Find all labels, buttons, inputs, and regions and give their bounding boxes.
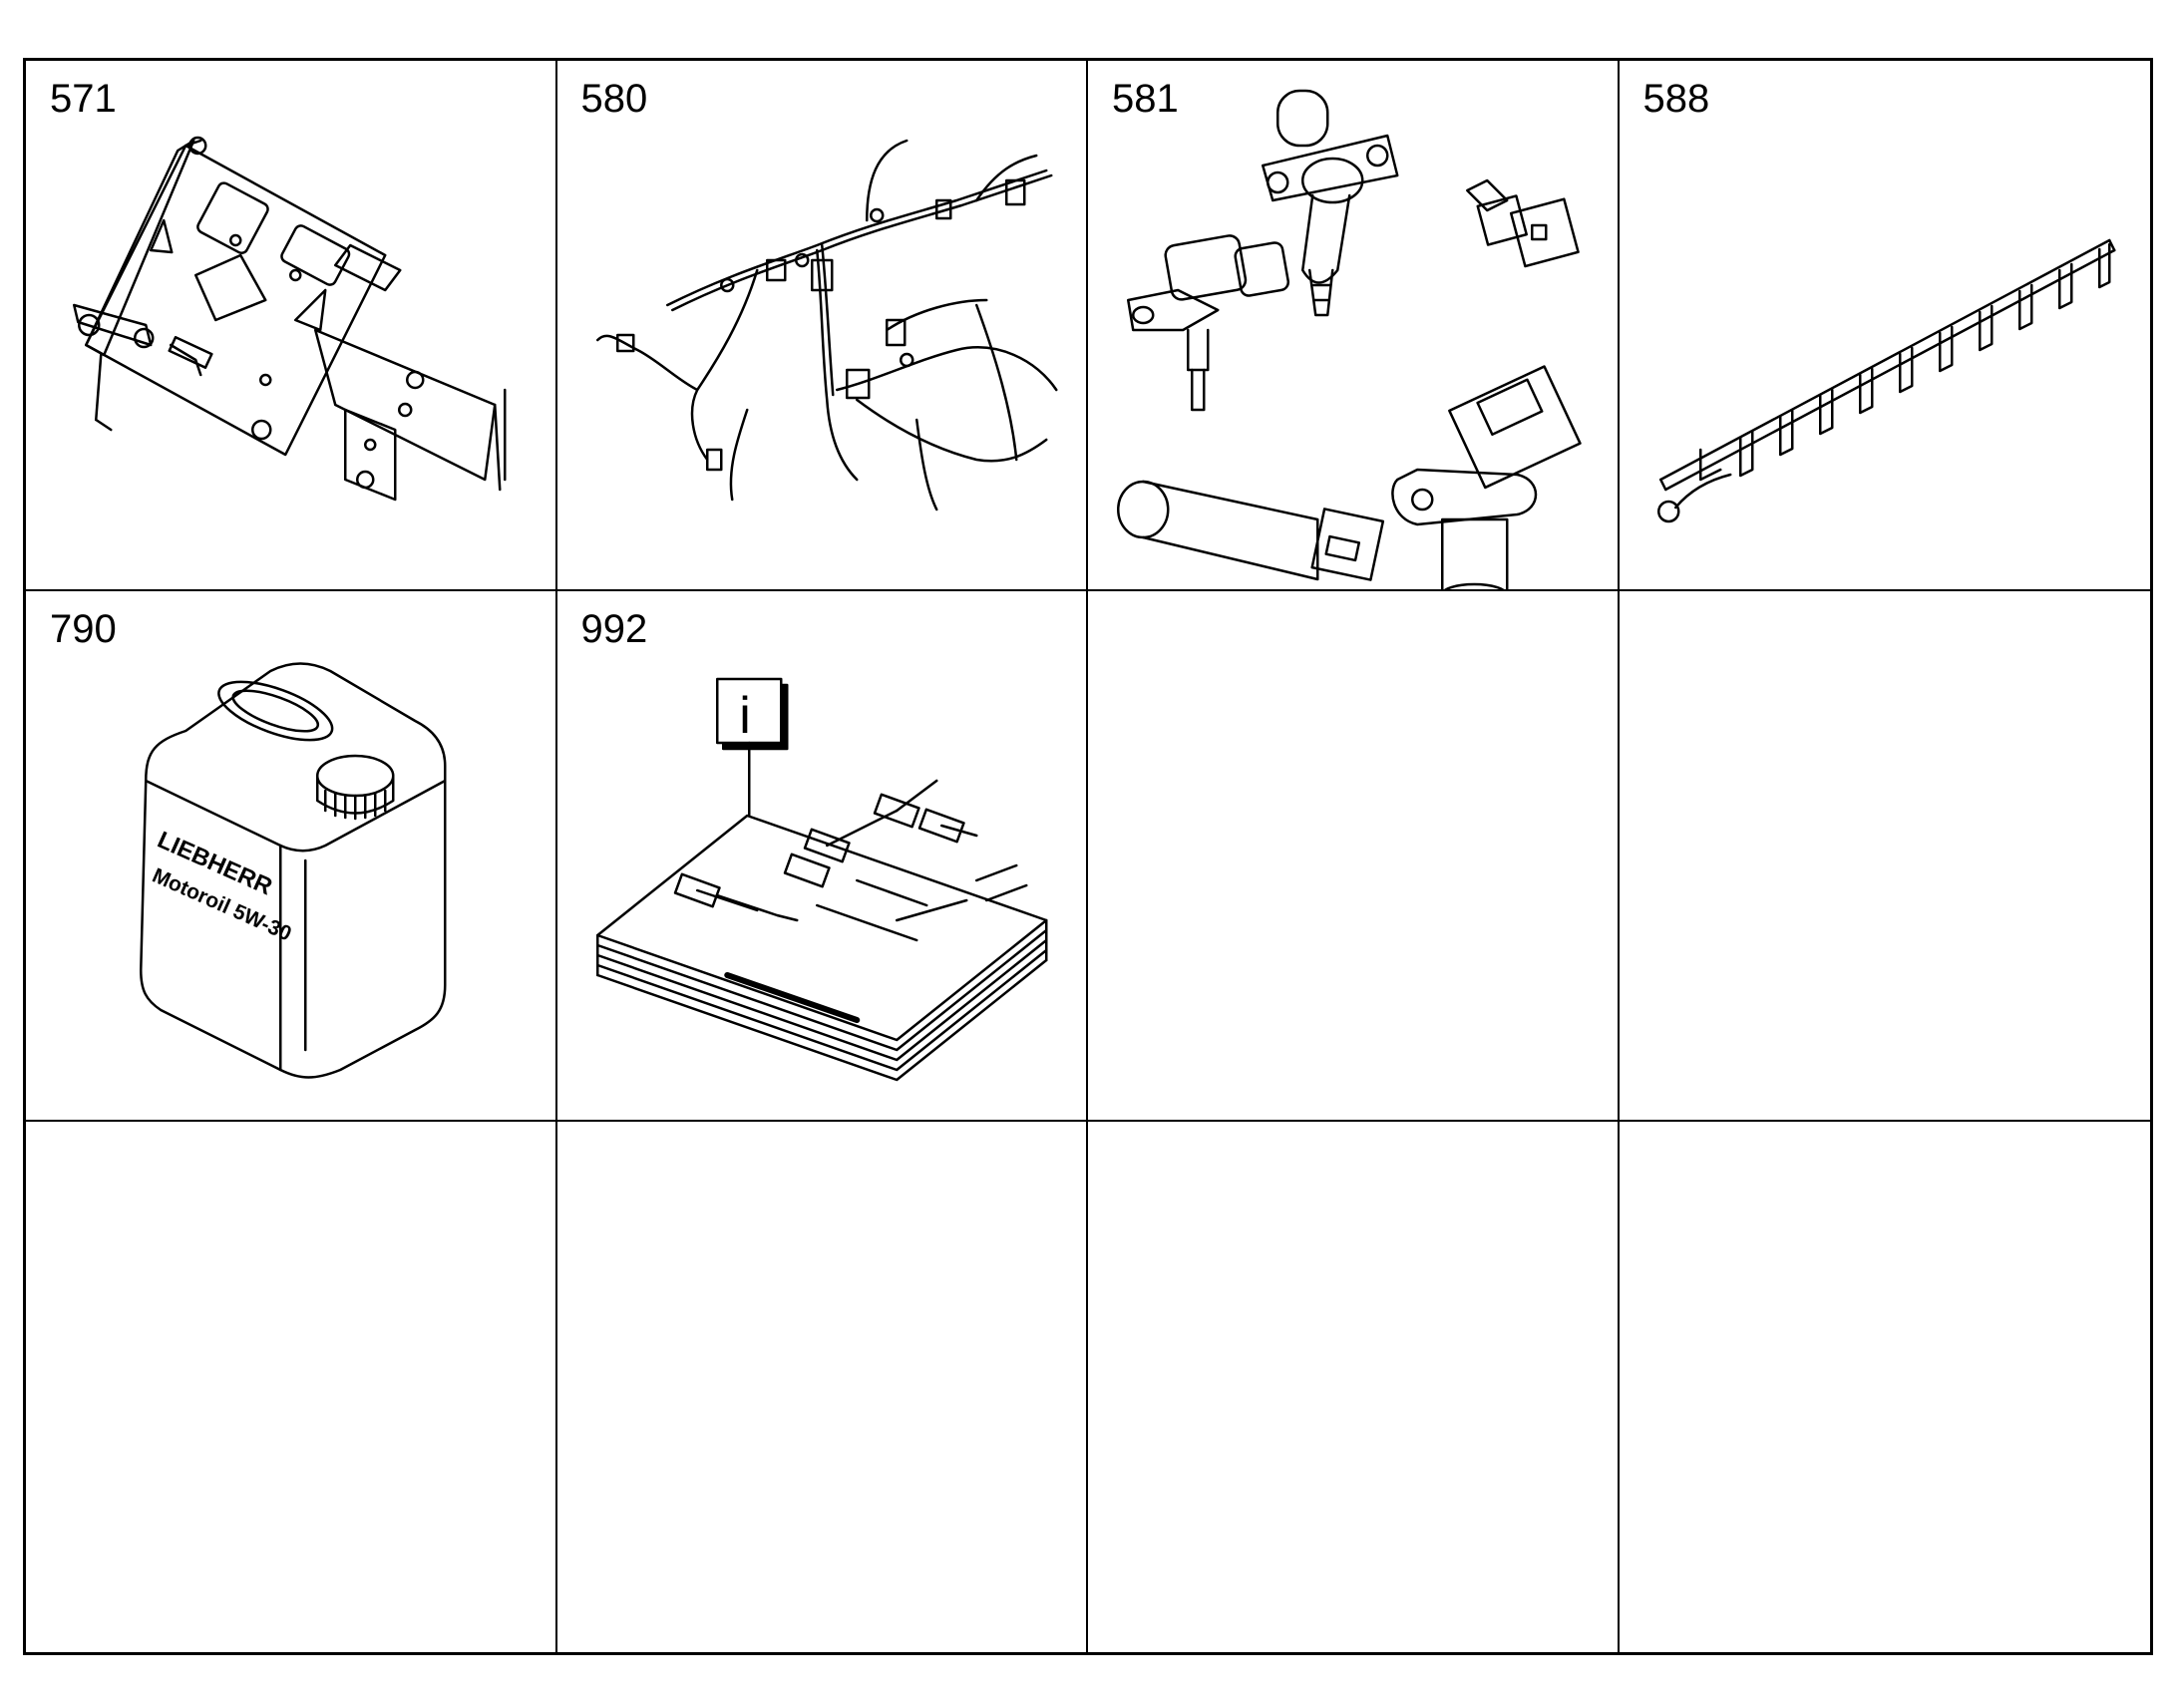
part-cell-581[interactable]: 581: [1088, 61, 1620, 591]
part-number: 581: [1112, 77, 1179, 121]
empty-cell: [26, 1122, 557, 1652]
empty-cell: [1619, 591, 2150, 1122]
oil-canister-drawing: LIEBHERR Motoroil 5W-30: [140, 662, 447, 1079]
info-icon: i: [739, 687, 751, 745]
part-number: 790: [50, 607, 117, 651]
empty-cell: [1088, 1122, 1620, 1652]
mounting-plate-drawing: [73, 136, 507, 502]
documentation-drawing: i: [595, 677, 1047, 1082]
empty-cell: [1620, 1122, 2151, 1652]
part-cell-992[interactable]: 992 i: [556, 591, 1088, 1122]
part-cell-580[interactable]: 580: [556, 61, 1088, 591]
part-cell-588[interactable]: 588: [1619, 61, 2150, 591]
part-cell-790[interactable]: 790 LIEBHERR Motoroil 5W-30: [26, 591, 557, 1122]
parts-grid: 571: [23, 58, 2153, 1655]
part-number: 588: [1642, 77, 1710, 121]
wiring-harness-drawing: [595, 139, 1057, 512]
empty-cell: [1088, 591, 1620, 1122]
empty-cell: [557, 1122, 1088, 1652]
cable-rail-drawing: [1656, 238, 2115, 523]
part-number: 580: [580, 77, 648, 121]
part-number: 571: [50, 77, 117, 121]
part-cell-571[interactable]: 571: [26, 61, 557, 591]
sensors-drawing: [1117, 89, 1582, 589]
part-number: 992: [580, 607, 648, 651]
